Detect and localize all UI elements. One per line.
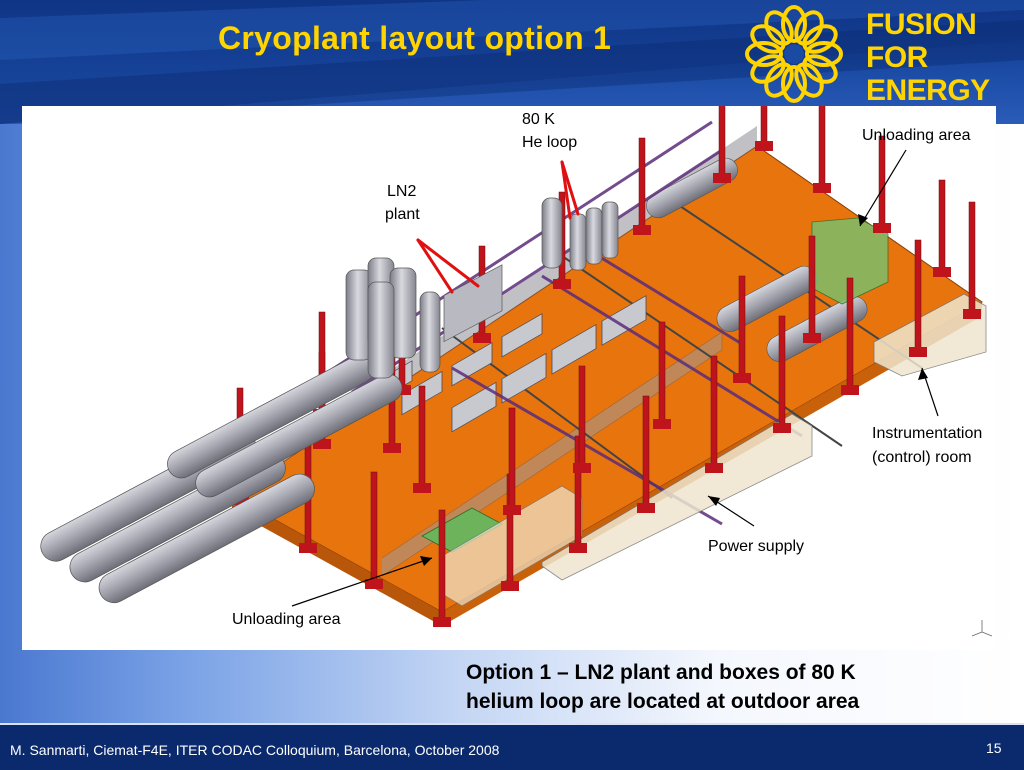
arrowhead-unloading-top (858, 214, 868, 226)
column-footing (841, 385, 859, 395)
footer-bar: M. Sanmarti, Ciemat-F4E, ITER CODAC Coll… (0, 723, 1024, 770)
column-footing (365, 579, 383, 589)
slide-caption: Option 1 – LN2 plant and boxes of 80 K h… (466, 658, 859, 716)
logo-petal (802, 54, 838, 84)
label-ln2-plant: plant (385, 206, 420, 223)
page-number: 15 (986, 740, 1002, 756)
logo-petal (750, 54, 786, 84)
logo-petal (802, 24, 838, 54)
label-instrumentation: Instrumentation (872, 425, 983, 442)
label-power-supply: Power supply (708, 538, 805, 555)
arrowhead-instrumentation (918, 368, 928, 380)
column-footing (433, 617, 451, 627)
logo-petal (750, 24, 786, 54)
horizontal-storage-tanks (40, 354, 403, 604)
structural-column (370, 471, 378, 583)
column-footing (503, 505, 521, 515)
label-80k: 80 K (522, 111, 555, 128)
structural-column (638, 137, 646, 229)
logo-line-3: ENERGY (866, 74, 990, 107)
column-footing (773, 423, 791, 433)
column-footing (803, 333, 821, 343)
caption-line-1: Option 1 – LN2 plant and boxes of 80 K (466, 661, 856, 684)
column-footing (553, 279, 571, 289)
structural-column (710, 355, 718, 467)
column-footing (909, 347, 927, 357)
logo-petal (764, 62, 794, 98)
structural-column (938, 179, 946, 271)
structural-column (578, 365, 586, 467)
logo-petal (794, 62, 824, 98)
logo-petal (794, 10, 824, 46)
fusion-for-energy-logo-icon (745, 5, 843, 103)
ln2-vertical-tanks (345, 257, 503, 379)
label-he-loop: He loop (522, 134, 578, 151)
logo-line-1: FUSION (866, 8, 977, 41)
logo-petal (781, 65, 807, 103)
structural-column (508, 407, 516, 509)
structural-column (718, 106, 726, 177)
column-footing (755, 141, 773, 151)
column-footing (653, 419, 671, 429)
he-loop-vertical-tanks (541, 197, 619, 271)
structural-column (914, 239, 922, 351)
column-footing (705, 463, 723, 473)
structural-column (818, 106, 826, 187)
logo-center (784, 44, 804, 64)
structural-column (808, 235, 816, 337)
column-footing (473, 333, 491, 343)
structural-column (878, 135, 886, 227)
column-footing (413, 483, 431, 493)
logo-wordmark: FUSION FOR ENERGY (866, 8, 990, 107)
logo-line-2: FOR (866, 41, 928, 74)
label-unloading-area-top: Unloading area (862, 127, 971, 144)
structural-column (738, 275, 746, 377)
column-footing (633, 225, 651, 235)
column-footing (813, 183, 831, 193)
label-control-room: (control) room (872, 449, 972, 466)
slide-title: Cryoplant layout option 1 (218, 20, 612, 56)
label-unloading-area-bottom: Unloading area (232, 611, 341, 628)
logo-petal (745, 41, 783, 67)
structural-column (968, 201, 976, 313)
arrowhead-power-supply (708, 496, 720, 506)
structural-column (846, 277, 854, 389)
logo-petal (764, 10, 794, 46)
arrowhead-unloading-bottom (420, 556, 432, 566)
column-footing (501, 581, 519, 591)
column-footing (713, 173, 731, 183)
structural-column (438, 509, 446, 621)
column-footing (637, 503, 655, 513)
logo-petal (781, 5, 807, 43)
structural-column (778, 315, 786, 427)
caption-line-2: helium loop are located at outdoor area (466, 690, 860, 713)
structural-column (642, 395, 650, 507)
column-footing (383, 443, 401, 453)
structural-column (418, 385, 426, 487)
footer-text: M. Sanmarti, Ciemat-F4E, ITER CODAC Coll… (10, 742, 500, 758)
plant-isometric-drawing (40, 106, 993, 637)
column-footing (299, 543, 317, 553)
label-ln2: LN2 (387, 183, 417, 200)
column-footing (569, 543, 587, 553)
column-footing (573, 463, 591, 473)
hall-divider-2 (561, 255, 843, 447)
power-supply-box (541, 413, 813, 581)
column-footing (733, 373, 751, 383)
structural-column (658, 321, 666, 423)
column-footing (933, 267, 951, 277)
building-floor-edge (232, 496, 442, 626)
column-footing (963, 309, 981, 319)
structural-column (760, 106, 768, 145)
pointer-arrows (416, 160, 580, 294)
logo-petal (805, 41, 843, 67)
header-banner: Cryoplant layout option 1 FUSION FOR ENE… (0, 0, 1024, 124)
axis-triad-icon (971, 620, 993, 637)
cryoplant-layout-figure: 80 K He loop LN2 plant Unloading area In… (22, 106, 996, 650)
instrumentation-room-box (873, 293, 987, 377)
column-footing (313, 439, 331, 449)
column-footing (873, 223, 891, 233)
logo-star-ring (745, 5, 843, 103)
